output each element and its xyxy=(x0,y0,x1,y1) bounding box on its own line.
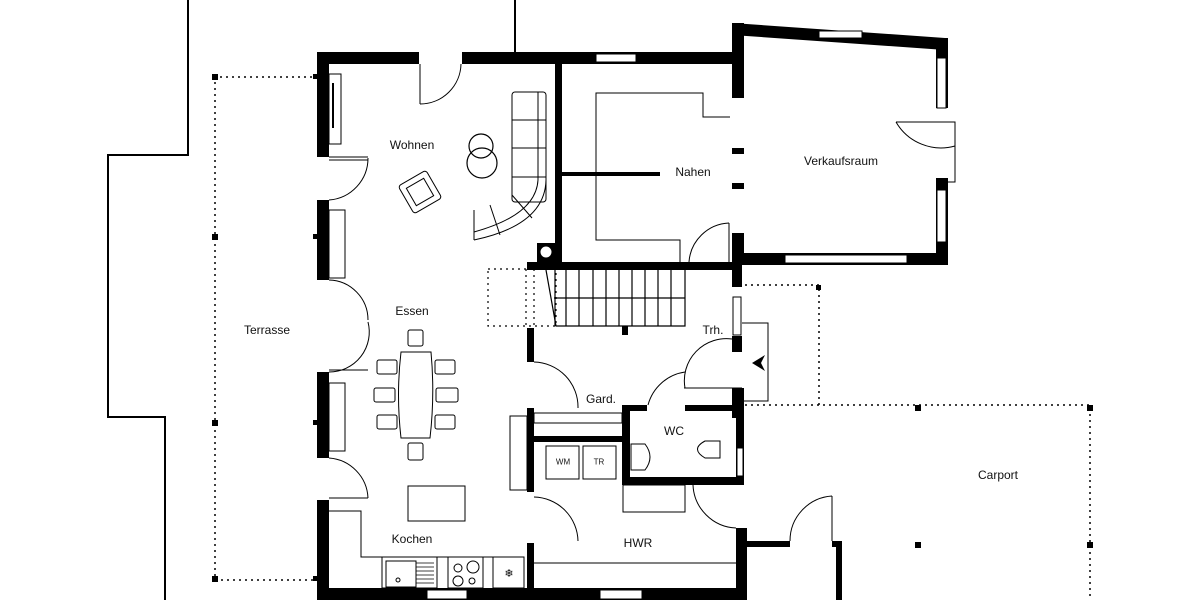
nahen-counter xyxy=(595,92,730,262)
room-label-nahen: Nahen xyxy=(675,165,711,179)
column xyxy=(540,246,552,258)
stairs xyxy=(545,269,686,327)
room-label-wc: WC xyxy=(664,424,684,438)
armchair xyxy=(398,170,442,214)
coffee-table xyxy=(466,133,498,179)
stair-dashed xyxy=(487,268,557,327)
terrace-outline xyxy=(214,76,318,581)
property-outline xyxy=(107,0,516,600)
utility xyxy=(534,445,736,564)
room-label-wohnen: Wohnen xyxy=(389,138,435,152)
room-label-hwr: HWR xyxy=(623,536,653,550)
appliance-label-tr: TR xyxy=(593,457,605,467)
terrace-posts xyxy=(212,74,319,582)
room-label-essen: Essen xyxy=(395,304,429,318)
room-label-gard: Gard. xyxy=(585,392,617,406)
left-openings xyxy=(328,73,370,499)
room-label-carport: Carport xyxy=(977,468,1019,482)
room-label-terrasse: Terrasse xyxy=(243,323,291,337)
carport-outline xyxy=(745,284,1091,600)
room-label-verkaufsraum: Verkaufsraum xyxy=(803,154,879,168)
entrance-arrow-icon xyxy=(752,355,765,371)
room-label-trh: Trh. xyxy=(702,323,724,337)
wardrobe xyxy=(509,412,623,491)
room-label-kochen: Kochen xyxy=(391,532,433,546)
sofa xyxy=(473,91,547,241)
dining-set xyxy=(373,329,459,461)
doors xyxy=(419,63,956,542)
appliance-label-wm: WM xyxy=(555,457,571,467)
wc-fixtures xyxy=(630,440,721,471)
carport-posts xyxy=(816,285,1093,548)
kitchen xyxy=(329,485,525,589)
freezer-icon: ❄ xyxy=(504,568,513,580)
windows xyxy=(426,30,947,600)
